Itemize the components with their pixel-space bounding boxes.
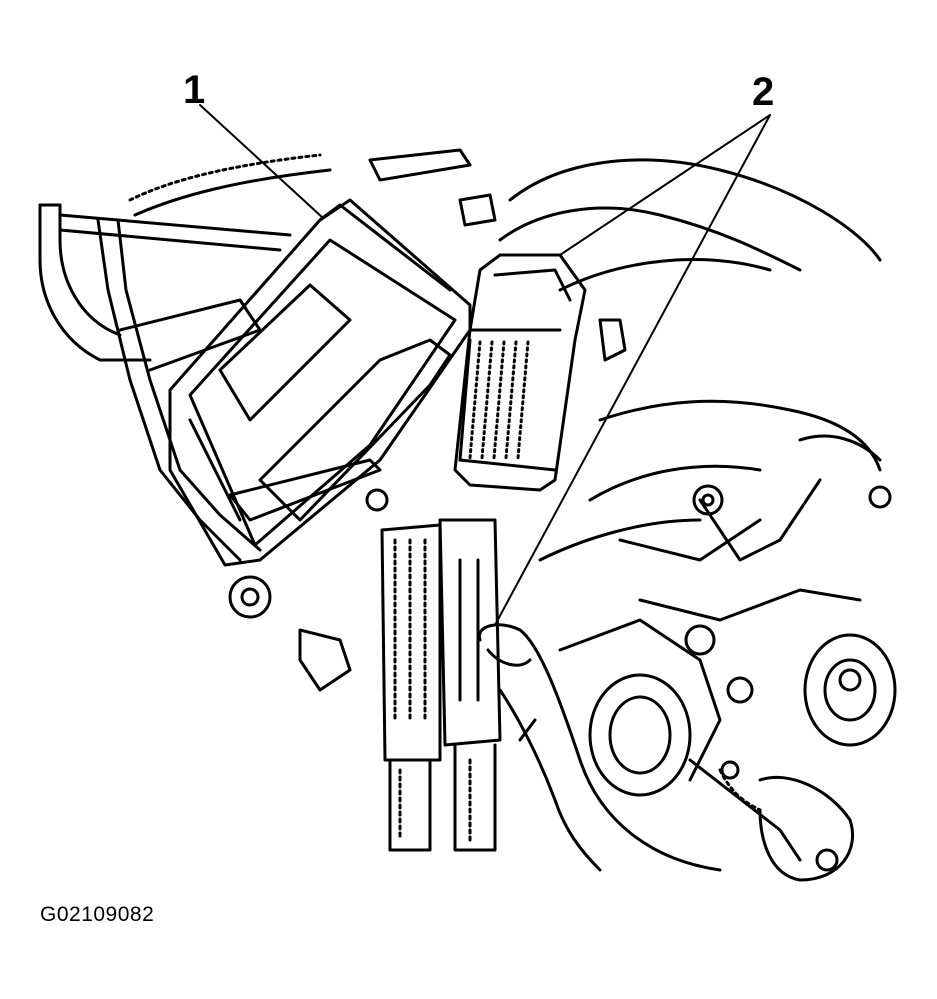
- lower-connector: [382, 520, 500, 850]
- control-module: [170, 200, 470, 690]
- figure-id-label: G02109082: [40, 903, 155, 926]
- leader-line-2b: [495, 115, 770, 625]
- hand: [479, 625, 720, 870]
- engine-background: [500, 160, 890, 654]
- pulleys: [560, 620, 895, 880]
- leader-line-2a: [560, 115, 770, 255]
- upper-connector: [455, 255, 625, 490]
- leader-lines: [200, 105, 770, 625]
- callout-label-2: 2: [752, 70, 775, 114]
- leader-line-1: [200, 105, 323, 218]
- left-bracket: [40, 150, 495, 560]
- callout-label-1: 1: [183, 68, 206, 112]
